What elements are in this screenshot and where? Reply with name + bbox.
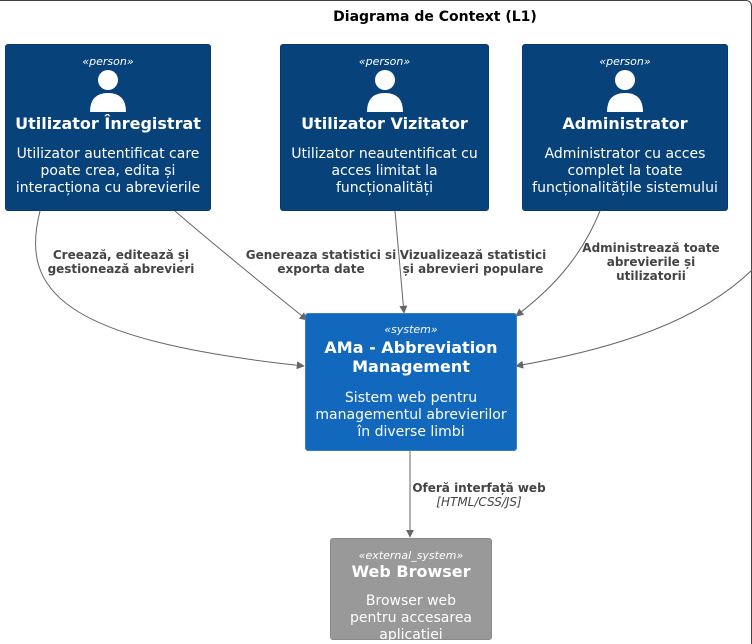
edge-label-create-edit: Creează, editează și gestionează abrevie… xyxy=(47,248,195,276)
node-description: Sistem web pentru managementul abrevieri… xyxy=(315,390,507,440)
person-icon xyxy=(607,70,643,112)
node-administrator[interactable]: «person» Administrator Administrator cu … xyxy=(522,44,728,211)
node-name: Utilizator Vizitator xyxy=(301,114,468,133)
edge-technology: [HTML/CSS/JS] xyxy=(436,495,522,509)
node-name: Administrator xyxy=(562,114,688,133)
stereotype-label: «person» xyxy=(82,55,134,68)
stereotype-label: «external_system» xyxy=(358,549,464,562)
node-registered-user[interactable]: «person» Utilizator Înregistrat Utilizat… xyxy=(5,44,211,211)
edge-stats-export xyxy=(174,210,308,321)
node-description: Administrator cu acces complet la toate … xyxy=(532,146,718,196)
edge-view-stats xyxy=(394,210,408,314)
node-description: Browser web pentru accesarea aplicației xyxy=(349,593,473,643)
stereotype-label: «system» xyxy=(384,323,438,336)
person-icon xyxy=(366,70,403,112)
node-ama-system[interactable]: «system» AMa - Abbreviation Management S… xyxy=(305,313,517,451)
edge-label-web-interface: Oferă interfață web [HTML/CSS/JS] xyxy=(396,481,562,509)
node-visitor-user[interactable]: «person» Utilizator Vizitator Utilizator… xyxy=(280,44,489,211)
node-web-browser[interactable]: «external_system» Web Browser Browser we… xyxy=(330,538,492,643)
stereotype-label: «person» xyxy=(599,55,651,68)
edge-label-view-stats: Vizualizează statistici și abrevieri pop… xyxy=(399,248,547,276)
edge-create-edit xyxy=(35,210,305,370)
diagram-title: Diagrama de Context (L1) xyxy=(333,9,537,25)
node-name: Web Browser xyxy=(351,562,471,581)
edge-offscreen xyxy=(515,269,752,369)
stereotype-label: «person» xyxy=(358,55,411,68)
edge-label-stats-export: Genereaza statistici si exporta date xyxy=(245,248,397,276)
node-description: Utilizator autentificat care poate crea,… xyxy=(15,146,201,196)
edge-label-administer: Administrează toate abrevierile și utili… xyxy=(582,241,720,283)
person-icon xyxy=(90,70,126,112)
edge-administer xyxy=(515,210,601,317)
node-description: Utilizator neautentificat cu acces limit… xyxy=(291,146,478,196)
node-name: AMa - Abbreviation Management xyxy=(324,338,498,376)
node-name: Utilizator Înregistrat xyxy=(15,114,201,133)
